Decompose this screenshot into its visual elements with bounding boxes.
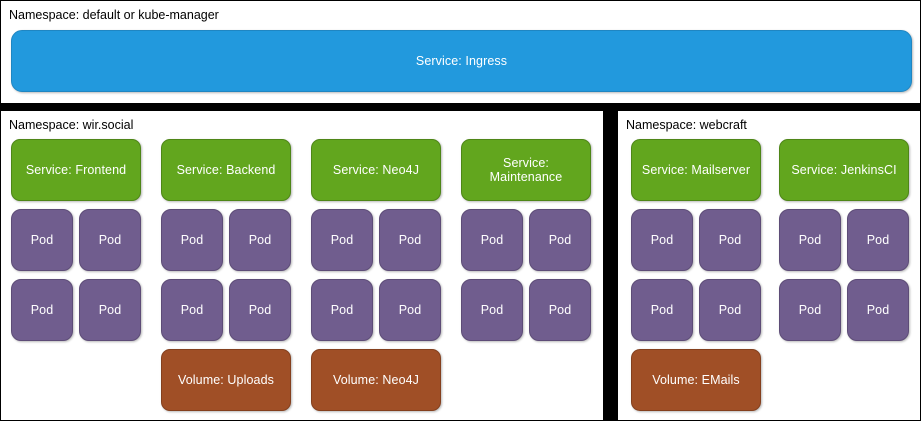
service-node-ingress[interactable]: Service: Ingress xyxy=(11,30,912,92)
service-node-jenkinsci[interactable]: Service: JenkinsCI xyxy=(779,139,909,201)
pod-node[interactable]: Pod xyxy=(311,279,373,341)
service-node-neo4j[interactable]: Service: Neo4J xyxy=(311,139,441,201)
pod-node[interactable]: Pod xyxy=(461,279,523,341)
pod-node[interactable]: Pod xyxy=(847,279,909,341)
pod-node[interactable]: Pod xyxy=(11,209,73,271)
pod-node[interactable]: Pod xyxy=(229,209,291,271)
pod-node[interactable]: Pod xyxy=(779,279,841,341)
service-node-mailserver[interactable]: Service: Mailserver xyxy=(631,139,761,201)
namespace-label-wir-social: Namespace: wir.social xyxy=(9,118,134,132)
pod-node[interactable]: Pod xyxy=(631,209,693,271)
volume-node-uploads[interactable]: Volume: Uploads xyxy=(161,349,291,411)
volume-node-emails[interactable]: Volume: EMails xyxy=(631,349,761,411)
pod-node[interactable]: Pod xyxy=(847,209,909,271)
namespace-label-webcraft: Namespace: webcraft xyxy=(626,118,747,132)
pod-node[interactable]: Pod xyxy=(161,279,223,341)
service-node-maintenance[interactable]: Service: Maintenance xyxy=(461,139,591,201)
pod-node[interactable]: Pod xyxy=(311,209,373,271)
pod-node[interactable]: Pod xyxy=(779,209,841,271)
pod-node[interactable]: Pod xyxy=(79,279,141,341)
pod-node[interactable]: Pod xyxy=(699,279,761,341)
pod-node[interactable]: Pod xyxy=(379,209,441,271)
service-node-frontend[interactable]: Service: Frontend xyxy=(11,139,141,201)
pod-node[interactable]: Pod xyxy=(699,209,761,271)
pod-node[interactable]: Pod xyxy=(229,279,291,341)
pod-node[interactable]: Pod xyxy=(529,209,591,271)
volume-node-neo4j[interactable]: Volume: Neo4J xyxy=(311,349,441,411)
namespace-label-default: Namespace: default or kube-manager xyxy=(9,8,219,22)
pod-node[interactable]: Pod xyxy=(631,279,693,341)
pod-node[interactable]: Pod xyxy=(379,279,441,341)
pod-node[interactable]: Pod xyxy=(11,279,73,341)
pod-node[interactable]: Pod xyxy=(529,279,591,341)
service-node-backend[interactable]: Service: Backend xyxy=(161,139,291,201)
pod-node[interactable]: Pod xyxy=(79,209,141,271)
pod-node[interactable]: Pod xyxy=(461,209,523,271)
namespace-panel-default: Namespace: default or kube-manager Servi… xyxy=(0,0,921,104)
pod-node[interactable]: Pod xyxy=(161,209,223,271)
